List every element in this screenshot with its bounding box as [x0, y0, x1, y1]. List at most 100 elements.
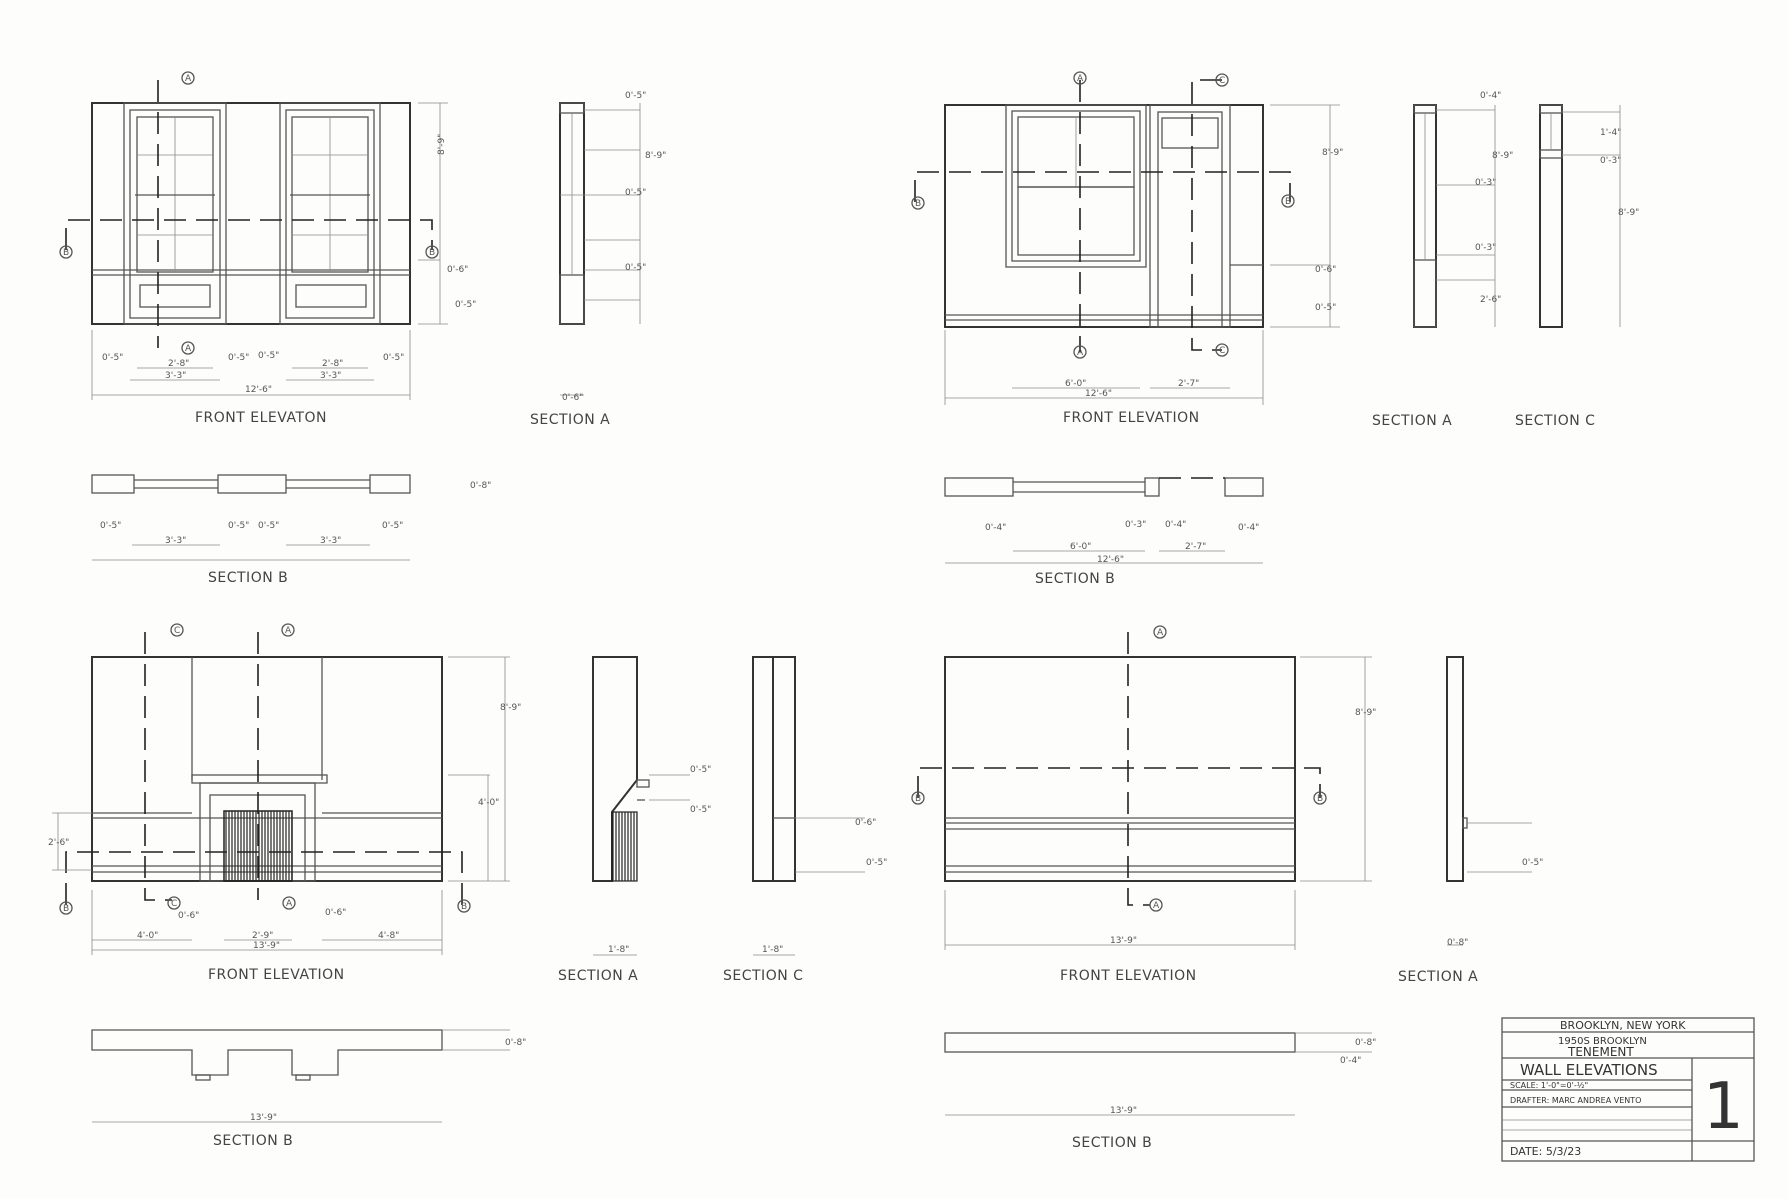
section-marker-a-bottom: A — [1149, 898, 1163, 912]
section-marker-b-left: B — [911, 791, 925, 805]
panel-1-front-elevation: B B A A 8'-9" 0'-6" 0'-5" 12'-6" 3'-3" 3… — [59, 71, 476, 426]
panel-3-section-c: 0'-6" 0'-5" 1'-8" SECTION C — [723, 656, 887, 984]
svg-text:1'-4": 1'-4" — [1600, 128, 1621, 138]
svg-text:0'-6": 0'-6" — [447, 265, 468, 275]
svg-text:C: C — [1219, 346, 1225, 356]
svg-text:2'-7": 2'-7" — [1185, 542, 1206, 552]
panel-1-section-a-label: SECTION A — [530, 412, 610, 428]
svg-text:2'-6": 2'-6" — [1480, 295, 1501, 305]
section-marker-b-left: B — [59, 901, 73, 915]
svg-text:1'-8": 1'-8" — [762, 945, 783, 955]
svg-text:0'-5": 0'-5" — [1315, 303, 1336, 313]
svg-text:0'-5": 0'-5" — [625, 188, 646, 198]
svg-text:0'-3": 0'-3" — [1125, 520, 1146, 530]
svg-text:4'-0": 4'-0" — [478, 798, 499, 808]
svg-text:6'-0": 6'-0" — [1070, 542, 1091, 552]
svg-text:2'-6": 2'-6" — [48, 838, 69, 848]
svg-text:8'-9": 8'-9" — [645, 151, 666, 161]
svg-text:A: A — [185, 344, 192, 354]
section-marker-c-bottom: C — [167, 896, 181, 910]
section-marker-a-bottom: A — [1073, 345, 1087, 359]
svg-text:0'-5": 0'-5" — [625, 91, 646, 101]
svg-text:8'-9": 8'-9" — [500, 703, 521, 713]
section-marker-c-bottom: C — [1215, 343, 1229, 357]
panel-4-front-elevation: A A B B 8'-9" 13'-9" FRONT ELEVATION — [911, 625, 1376, 984]
svg-text:A: A — [285, 626, 292, 636]
title-block-drafter: DRAFTER: MARC ANDREA VENTO — [1510, 1096, 1641, 1105]
svg-text:C: C — [174, 626, 180, 636]
svg-text:0'-5": 0'-5" — [625, 263, 646, 273]
svg-text:13'-9": 13'-9" — [1110, 1106, 1137, 1116]
svg-text:13'-9": 13'-9" — [250, 1113, 277, 1123]
title-block: BROOKLYN, NEW YORK 1950S BROOKLYN TENEME… — [1501, 1017, 1755, 1162]
title-block-project: TENEMENT — [1567, 1045, 1634, 1059]
panel-2-section-c: 1'-4" 0'-3" 8'-9" SECTION C — [1515, 104, 1639, 429]
svg-text:2'-7": 2'-7" — [1178, 379, 1199, 389]
panel-1-section-b-label: SECTION B — [208, 570, 288, 586]
svg-text:B: B — [915, 794, 921, 804]
svg-text:3'-3": 3'-3" — [320, 371, 341, 381]
svg-text:0'-6": 0'-6" — [178, 911, 199, 921]
svg-text:3'-3": 3'-3" — [165, 536, 186, 546]
svg-text:12'-6": 12'-6" — [1097, 555, 1124, 565]
panel-1-section-a: 0'-5" 8'-9" 0'-5" 0'-5" 0'-6" SECTION A — [530, 91, 666, 428]
svg-text:A: A — [185, 74, 192, 84]
svg-text:B: B — [429, 248, 435, 258]
svg-text:8'-9": 8'-9" — [1355, 708, 1376, 718]
svg-text:6'-0": 6'-0" — [1065, 379, 1086, 389]
svg-text:13'-9": 13'-9" — [1110, 936, 1137, 946]
panel-2-section-b: 6'-0" 2'-7" 12'-6" 0'-4" 0'-3" 0'-4" 0'-… — [944, 477, 1264, 587]
svg-text:0'-5": 0'-5" — [383, 353, 404, 363]
panel-1-elevation-label: FRONT ELEVATON — [195, 410, 327, 426]
svg-text:0'-5": 0'-5" — [866, 858, 887, 868]
section-marker-a-bottom: A — [282, 896, 296, 910]
svg-text:C: C — [1219, 76, 1225, 86]
section-marker-a-top: A — [1073, 71, 1087, 85]
panel-2-section-a: 0'-4" 8'-9" 0'-3" 0'-3" 2'-6" SECTION A — [1372, 91, 1513, 429]
panel-3-elevation-label: FRONT ELEVATION — [208, 967, 345, 983]
title-block-scale: SCALE: 1'-0"=0'-½" — [1510, 1081, 1588, 1090]
section-marker-b-right: B — [1313, 791, 1327, 805]
svg-text:B: B — [1317, 794, 1323, 804]
svg-text:0'-4": 0'-4" — [985, 523, 1006, 533]
title-block-date: DATE: 5/3/23 — [1510, 1145, 1581, 1158]
panel-3-section-a: 0'-5" 0'-5" 1'-8" SECTION A — [558, 656, 711, 984]
svg-text:A: A — [1153, 901, 1160, 911]
svg-text:0'-6": 0'-6" — [855, 818, 876, 828]
section-marker-b-right: B — [457, 899, 471, 913]
svg-text:0'-5": 0'-5" — [100, 521, 121, 531]
svg-text:0'-5": 0'-5" — [228, 353, 249, 363]
svg-text:0'-4": 0'-4" — [1480, 91, 1501, 101]
svg-text:8'-9": 8'-9" — [437, 134, 447, 155]
svg-text:B: B — [461, 902, 467, 912]
panel-4-section-a: 0'-5" 0'-8" SECTION A — [1398, 656, 1543, 985]
svg-text:0'-5": 0'-5" — [228, 521, 249, 531]
panel-4-section-b-label: SECTION B — [1072, 1135, 1152, 1151]
section-marker-a-top: A — [181, 71, 195, 85]
svg-text:B: B — [915, 199, 921, 209]
svg-text:12'-6": 12'-6" — [245, 385, 272, 395]
panel-2-section-b-label: SECTION B — [1035, 571, 1115, 587]
panel-4-section-a-label: SECTION A — [1398, 969, 1478, 985]
panel-3-front-elevation: C A C A B B 8'-9" 4'-0" 2'-6" 13'-9" 4'-… — [48, 623, 521, 983]
svg-text:8'-9": 8'-9" — [1492, 151, 1513, 161]
svg-text:2'-9": 2'-9" — [252, 931, 273, 941]
svg-text:B: B — [63, 248, 69, 258]
svg-text:3'-3": 3'-3" — [320, 536, 341, 546]
svg-text:0'-8": 0'-8" — [1355, 1038, 1376, 1048]
panel-3-section-c-label: SECTION C — [723, 968, 803, 984]
panel-1-section-b: 3'-3" 3'-3" 0'-5" 0'-5" 0'-5" 0'-5" 0'-8… — [91, 474, 491, 586]
panel-3-section-b-label: SECTION B — [213, 1133, 293, 1149]
svg-text:A: A — [1077, 74, 1084, 84]
section-marker-b-right: B — [425, 245, 439, 259]
title-block-title: WALL ELEVATIONS — [1520, 1061, 1658, 1079]
svg-text:4'-8": 4'-8" — [378, 931, 399, 941]
svg-text:0'-8": 0'-8" — [1447, 938, 1468, 948]
section-marker-a-top: A — [281, 623, 295, 637]
section-marker-a-top: A — [1153, 625, 1167, 639]
svg-text:0'-8": 0'-8" — [505, 1038, 526, 1048]
section-marker-b-right: B — [1281, 194, 1295, 208]
title-block-location: BROOKLYN, NEW YORK — [1560, 1019, 1686, 1032]
svg-text:4'-0": 4'-0" — [137, 931, 158, 941]
